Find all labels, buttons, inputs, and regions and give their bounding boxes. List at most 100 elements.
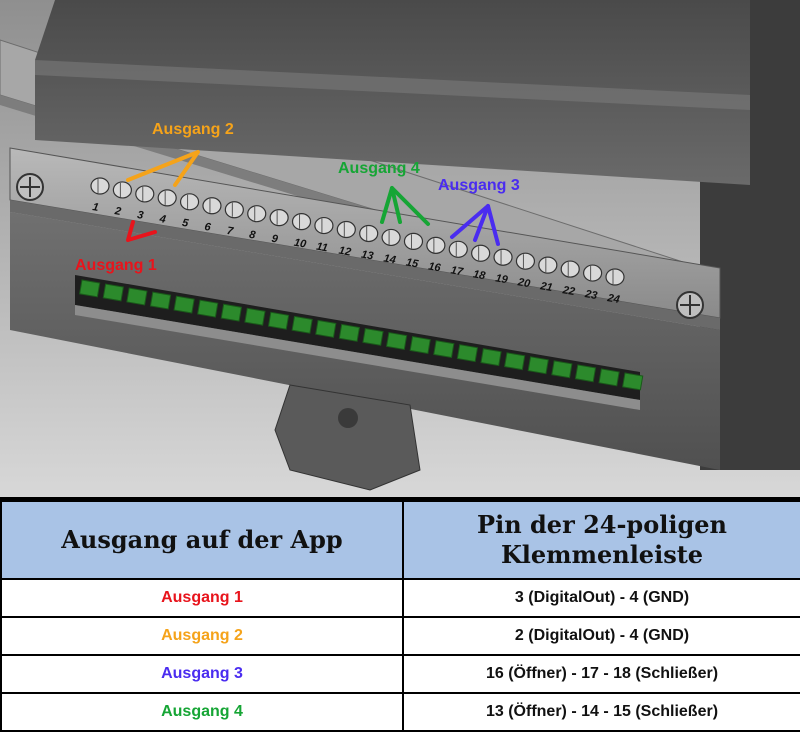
table-row: Ausgang 2 2 (DigitalOut) - 4 (GND) <box>0 616 800 656</box>
terminal-contact <box>433 340 455 359</box>
pin-hole <box>112 181 132 199</box>
table-row: Ausgang 4 13 (Öffner) - 14 - 15 (Schließ… <box>0 692 800 732</box>
pin-number: 8 <box>248 229 257 242</box>
pin-hole <box>448 240 468 258</box>
pin-hole <box>135 185 155 203</box>
arrow-ausgang-4: Ausgang 4 <box>338 160 430 226</box>
pin-number: 20 <box>516 276 532 290</box>
terminal-contact <box>527 356 549 375</box>
pin-cell: 3 (DigitalOut) - 4 (GND) <box>402 578 800 618</box>
arrow-ausgang-2: Ausgang 2 <box>126 121 234 187</box>
pin-number: 3 <box>136 209 144 222</box>
pin-hole <box>515 252 536 270</box>
screw-right <box>676 291 704 319</box>
pin-cell: 2 (DigitalOut) - 4 (GND) <box>402 616 800 656</box>
pin-number: 7 <box>226 225 235 238</box>
pin-number: 12 <box>338 245 352 259</box>
arrow-label-ausgang-2: Ausgang 2 <box>152 121 234 138</box>
pin-number: 4 <box>158 213 167 226</box>
pin-number: 13 <box>360 249 374 263</box>
pin-hole <box>560 260 580 278</box>
pin-number: 5 <box>181 217 190 230</box>
pin-hole <box>179 193 200 211</box>
pin-hole <box>314 216 334 235</box>
terminal-contact <box>598 368 620 387</box>
terminal-contact <box>220 303 242 322</box>
pin-hole <box>224 201 244 219</box>
terminal-contact <box>480 348 502 367</box>
pin-hole <box>493 248 513 266</box>
pin-number: 6 <box>203 221 212 234</box>
terminal-contact <box>385 331 408 350</box>
terminal-block-pins <box>79 279 644 391</box>
terminal-contact <box>551 360 573 379</box>
terminal-contact <box>315 319 337 338</box>
pin-hole <box>403 232 424 250</box>
terminal-contact <box>267 311 290 330</box>
pin-mapping-table: Ausgang auf der App Pin der 24-poligen K… <box>0 500 800 732</box>
pin-hole <box>336 220 356 239</box>
pin-hole <box>538 256 558 274</box>
pin-number: 15 <box>405 257 420 271</box>
pin-cell: 16 (Öffner) - 17 - 18 (Schließer) <box>402 654 800 694</box>
arrow-ausgang-1: Ausgang 1 <box>75 220 157 274</box>
pin-hole <box>426 236 446 254</box>
pin-hole <box>359 224 379 243</box>
output-cell: Ausgang 3 <box>0 654 404 694</box>
terminal-contact <box>409 336 431 355</box>
terminal-contact <box>102 283 124 302</box>
pin-hole <box>291 213 312 231</box>
arrow-label-ausgang-1: Ausgang 1 <box>75 257 157 274</box>
pin-number: 9 <box>271 233 280 246</box>
terminal-contact <box>291 315 313 334</box>
table-row: Ausgang 1 3 (DigitalOut) - 4 (GND) <box>0 578 800 618</box>
pin-cell: 13 (Öffner) - 14 - 15 (Schließer) <box>402 692 800 732</box>
output-cell: Ausgang 1 <box>0 578 404 618</box>
arrow-label-ausgang-3: Ausgang 3 <box>438 177 520 194</box>
arrow-ausgang-3: Ausgang 3 <box>438 177 520 246</box>
terminal-contact <box>362 327 384 346</box>
pin-number: 2 <box>113 205 122 218</box>
pin-number: 18 <box>472 268 487 282</box>
terminal-contact <box>504 352 526 371</box>
pin-hole <box>471 244 491 262</box>
terminal-contact <box>622 372 644 391</box>
pin-number: 19 <box>495 272 510 286</box>
terminal-contact <box>126 287 148 306</box>
terminal-contact <box>173 295 195 314</box>
pin-hole <box>583 264 603 282</box>
header-pins: Pin der 24-poligen Klemmenleiste <box>402 500 800 580</box>
pin-number: 16 <box>427 260 442 274</box>
pin-hole <box>247 205 267 223</box>
table-header-row: Ausgang auf der App Pin der 24-poligen K… <box>0 500 800 580</box>
screw-left <box>16 173 44 201</box>
pin-number: 14 <box>383 253 397 267</box>
table-row: Ausgang 3 16 (Öffner) - 17 - 18 (Schließ… <box>0 654 800 694</box>
terminal-contact <box>79 279 101 298</box>
pin-number: 1 <box>91 201 99 214</box>
terminal-contact <box>574 364 597 383</box>
pin-hole <box>269 209 289 227</box>
terminal-contact <box>244 307 266 326</box>
pin-hole <box>90 177 110 195</box>
terminal-contact <box>338 323 361 342</box>
pin-hole <box>157 189 177 207</box>
pin-holes <box>90 177 625 286</box>
pin-number: 22 <box>561 284 576 298</box>
pin-number: 17 <box>450 264 465 278</box>
pin-number: 11 <box>315 241 328 255</box>
terminal-contact <box>197 299 219 318</box>
pin-hole <box>202 197 222 215</box>
pin-hole <box>381 228 401 247</box>
arrow-label-ausgang-4: Ausgang 4 <box>338 160 420 177</box>
output-cell: Ausgang 4 <box>0 692 404 732</box>
pin-number: 24 <box>605 292 620 306</box>
output-cell: Ausgang 2 <box>0 616 404 656</box>
pin-hole <box>605 268 625 286</box>
terminal-contact <box>149 291 172 310</box>
din-clip <box>274 384 421 491</box>
pin-number: 21 <box>538 280 553 294</box>
